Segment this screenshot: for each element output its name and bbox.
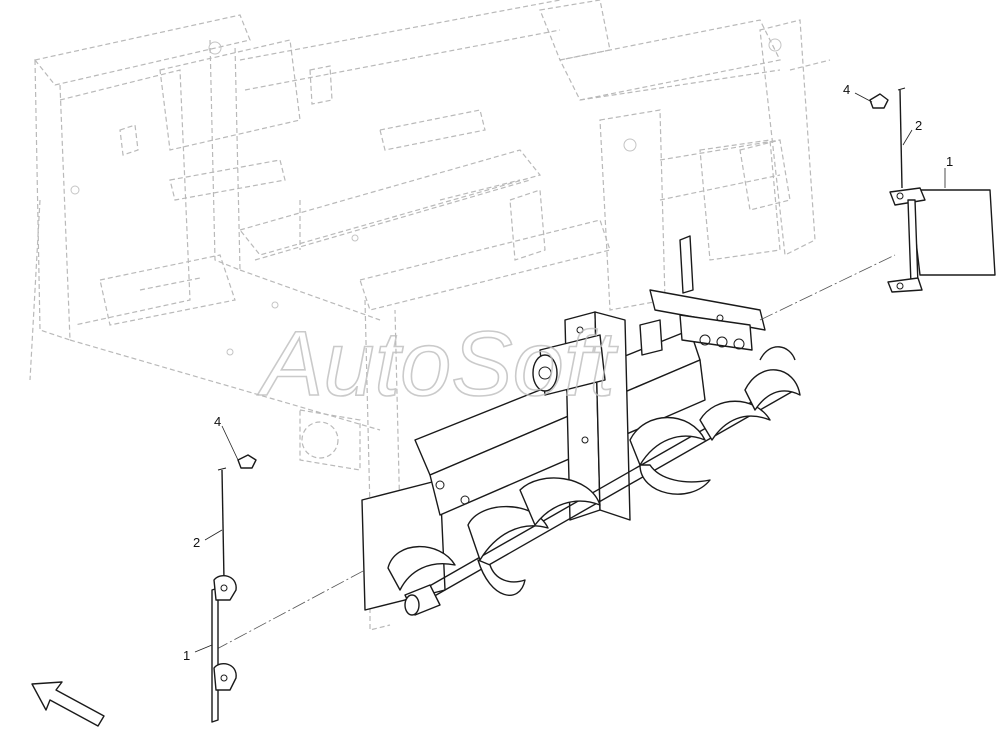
callout-left-item-2: 2	[193, 535, 200, 550]
alignment-axis-left	[214, 569, 366, 651]
arrow-forward-direction-icon	[31, 681, 105, 727]
left-part-4-clip	[237, 454, 257, 469]
right-part-2-rod	[899, 89, 903, 189]
callout-labels: 1 2 4 1 2 4	[183, 82, 953, 663]
auger-assembly	[361, 235, 801, 616]
watermark-text: AutoSoft	[257, 313, 618, 415]
left-part-1-strap	[211, 587, 219, 723]
right-part-4-clip	[869, 93, 889, 109]
callout-right-item-4: 4	[843, 82, 850, 97]
auger-flights	[387, 346, 801, 596]
left-exploded-parts	[211, 454, 257, 723]
right-exploded-parts	[869, 87, 996, 293]
callout-right-item-2: 2	[915, 118, 922, 133]
alignment-axis-right	[759, 254, 896, 321]
left-part-2-rod	[221, 469, 225, 581]
callout-right-item-1: 1	[946, 154, 953, 169]
right-part-1-plate	[909, 189, 996, 276]
callout-left-item-1: 1	[183, 648, 190, 663]
callout-left-item-4: 4	[214, 414, 221, 429]
leader-lines	[194, 92, 946, 653]
